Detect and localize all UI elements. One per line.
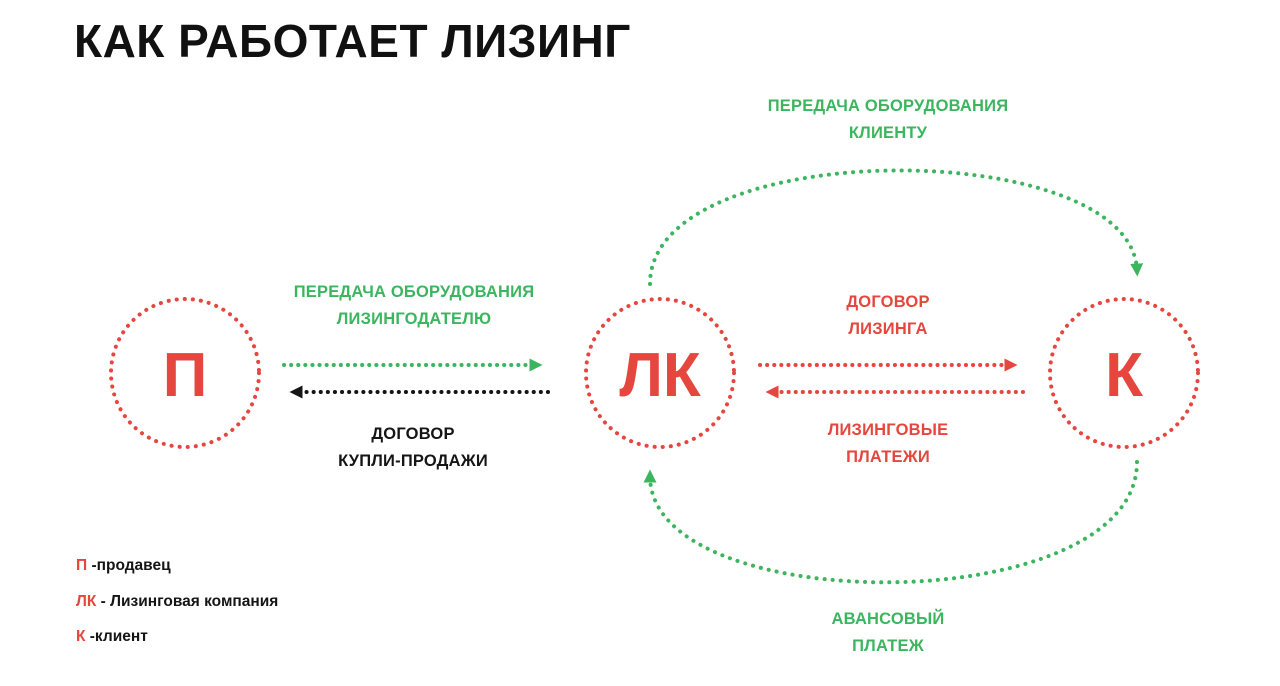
label-transfer-to-lessor: ПЕРЕДАЧА ОБОРУДОВАНИЯ ЛИЗИНГОДАТЕЛЮ <box>293 283 535 328</box>
legend: П -продавец ЛК - Лизинговая компания К -… <box>76 554 278 661</box>
legend-key: К <box>76 628 86 645</box>
node-leasing-company-circle <box>584 297 736 449</box>
node-seller: П <box>109 297 261 449</box>
node-leasing-company-label: ЛК <box>619 341 701 410</box>
legend-text: - Лизинговая компания <box>96 592 279 610</box>
node-client: К <box>1048 297 1200 449</box>
legend-text: -клиент <box>85 628 148 645</box>
label-leasing-contract: ДОГОВОР ЛИЗИНГА <box>846 293 930 338</box>
legend-item-leasing-company: ЛК - Лизинговая компания <box>76 590 278 626</box>
node-seller-circle <box>109 297 261 449</box>
node-leasing-company: ЛК <box>584 297 736 449</box>
label-purchase-contract: ДОГОВОР КУПЛИ-ПРОДАЖИ <box>338 425 488 470</box>
arrow-advance-payment <box>643 460 1139 585</box>
legend-text: -продавец <box>87 557 171 574</box>
legend-item-client: К -клиент <box>76 625 278 661</box>
arrow-transfer-to-client <box>648 168 1144 286</box>
page-title: КАК РАБОТАЕТ ЛИЗИНГ <box>74 15 631 67</box>
node-client-circle <box>1048 297 1200 449</box>
legend-key: ЛК <box>76 592 97 610</box>
legend-item-seller: П -продавец <box>76 554 278 590</box>
label-transfer-to-client: ПЕРЕДАЧА ОБОРУДОВАНИЯ КЛИЕНТУ <box>767 97 1009 142</box>
node-seller-label: П <box>163 341 208 410</box>
node-client-label: К <box>1105 341 1143 410</box>
legend-key: П <box>76 557 88 574</box>
label-leasing-payments: ЛИЗИНГОВЫЕ ПЛАТЕЖИ <box>827 421 949 466</box>
label-advance-payment: АВАНСОВЫЙ ПЛАТЕЖ <box>831 610 945 655</box>
